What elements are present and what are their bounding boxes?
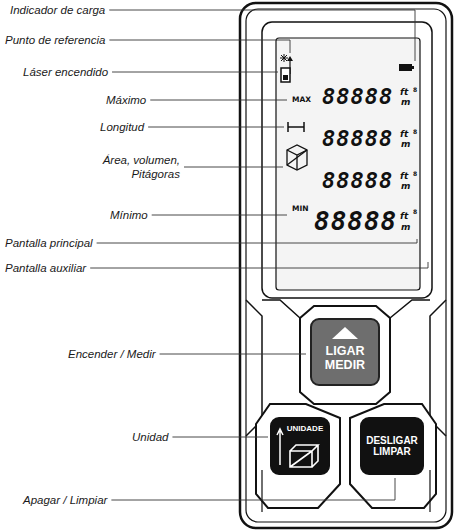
unit-feet: ft [400, 88, 408, 97]
laser-icon [280, 54, 288, 62]
lcd-digits: 88888 [322, 128, 393, 150]
button-label: DESLIGAR LIMPAR [364, 435, 420, 457]
unit-button: UNIDADE [270, 417, 330, 475]
unit-feet: ft [400, 130, 408, 139]
side-grip [430, 300, 446, 436]
callout-label: Láser encendido [23, 65, 108, 79]
button-label: LIGAR MEDIR [314, 345, 376, 373]
lcd-segment: 8 [413, 171, 417, 177]
housing-inner [246, 9, 446, 522]
leader-line [90, 262, 428, 268]
callout-label: Indicador de carga [10, 3, 105, 17]
leader-line [152, 215, 287, 216]
leader-line [109, 40, 290, 53]
lcd-digits: 88888 [322, 170, 393, 192]
button-pad [350, 404, 436, 508]
side-grip [246, 300, 262, 436]
length-icon [288, 122, 304, 132]
off-clear-button: DESLIGAR LIMPAR [360, 417, 424, 475]
reference-icon [281, 56, 293, 82]
lcd-segment: 8 [413, 129, 417, 135]
unit-metre: m [401, 182, 410, 191]
callout-label: Área, volumen, Pitágoras [80, 153, 180, 181]
display-frame [262, 22, 432, 298]
button-pad [300, 306, 390, 404]
leader-line [172, 437, 268, 438]
lcd-digits: 88888 [322, 86, 393, 108]
leader-line [150, 100, 287, 101]
lcd-segment: 8 [413, 209, 417, 215]
battery-icon [399, 64, 412, 71]
callout-label: Pantalla principal [5, 236, 93, 250]
max-indicator: MAX [292, 96, 311, 104]
min-indicator: MIN [292, 205, 309, 213]
lcd-screen [276, 38, 420, 290]
leader-line [112, 72, 278, 73]
unit-feet: ft [400, 212, 408, 221]
callout-label: Apagar / Limpiar [23, 493, 107, 507]
button-pad [256, 404, 340, 508]
callout-label: Punto de referencia [5, 33, 105, 47]
callout-label: Unidad [132, 430, 168, 444]
leader-line [97, 239, 417, 243]
battery-tip [412, 66, 414, 69]
power-measure-button: LIGAR MEDIR [310, 318, 380, 386]
lcd-digits: 88888 [314, 208, 397, 234]
unit-metre: m [401, 223, 410, 232]
lcd-segment: 8 [413, 87, 417, 93]
leader-line [160, 354, 306, 355]
callout-label: Mínimo [110, 208, 148, 222]
area-volume-icon [287, 145, 307, 170]
callout-label: Longitud [100, 120, 144, 134]
leader-line [111, 478, 395, 500]
callout-label: Encender / Medir [68, 347, 156, 361]
leader-line [148, 127, 284, 128]
pad-outline [262, 300, 430, 318]
unit-feet: ft [400, 172, 408, 181]
unit-metre: m [401, 140, 410, 149]
callout-label: Máximo [106, 93, 146, 107]
leader-line [109, 10, 415, 61]
pad-outline [262, 470, 430, 512]
button-label: UNIDADE [287, 425, 323, 434]
housing-outline [240, 3, 452, 528]
unit-metre: m [401, 98, 410, 107]
leader-line [184, 167, 283, 168]
callout-label: Pantalla auxiliar [5, 261, 86, 275]
